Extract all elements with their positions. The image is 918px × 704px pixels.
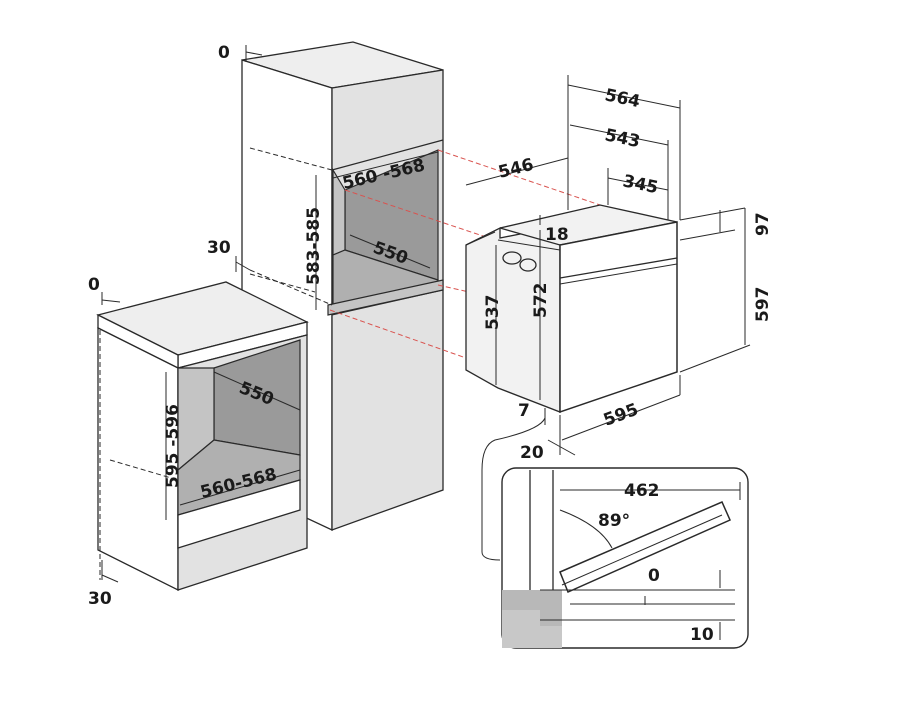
label-tall-plinth-gap: 30 bbox=[207, 238, 231, 258]
oven bbox=[465, 204, 678, 414]
label-door-open-depth: 462 bbox=[624, 481, 660, 501]
label-oven-front-width: 595 bbox=[601, 400, 641, 431]
label-oven-body-height-537: 537 bbox=[483, 295, 503, 331]
base-cabinet bbox=[96, 281, 309, 592]
label-oven-panel-height: 97 bbox=[753, 212, 773, 236]
label-base-niche-height: 595 -596 bbox=[163, 404, 183, 488]
label-door-clearance-top: 0 bbox=[648, 566, 660, 586]
label-oven-total-height: 597 bbox=[753, 287, 773, 323]
label-oven-depth-546: 546 bbox=[496, 155, 535, 183]
label-base-top-gap: 0 bbox=[88, 275, 100, 295]
label-oven-door-thickness: 20 bbox=[520, 443, 544, 463]
label-oven-bottom-offset: 7 bbox=[518, 401, 530, 421]
label-oven-body-height-572: 572 bbox=[531, 283, 551, 319]
label-oven-total-depth: 564 bbox=[603, 85, 642, 112]
door-clearance-inset bbox=[501, 467, 749, 649]
label-oven-depth-345: 345 bbox=[621, 171, 660, 198]
label-tall-niche-height: 583-585 bbox=[304, 207, 324, 285]
label-tall-top-gap: 0 bbox=[218, 43, 230, 63]
label-door-open-angle: 89° bbox=[598, 511, 630, 531]
label-door-clearance-bottom: 10 bbox=[690, 625, 714, 645]
label-base-bottom-gap: 30 bbox=[88, 589, 112, 609]
dimension-lines bbox=[101, 45, 751, 583]
label-oven-body-depth: 543 bbox=[603, 125, 642, 152]
label-oven-top-offset: 18 bbox=[545, 225, 569, 245]
